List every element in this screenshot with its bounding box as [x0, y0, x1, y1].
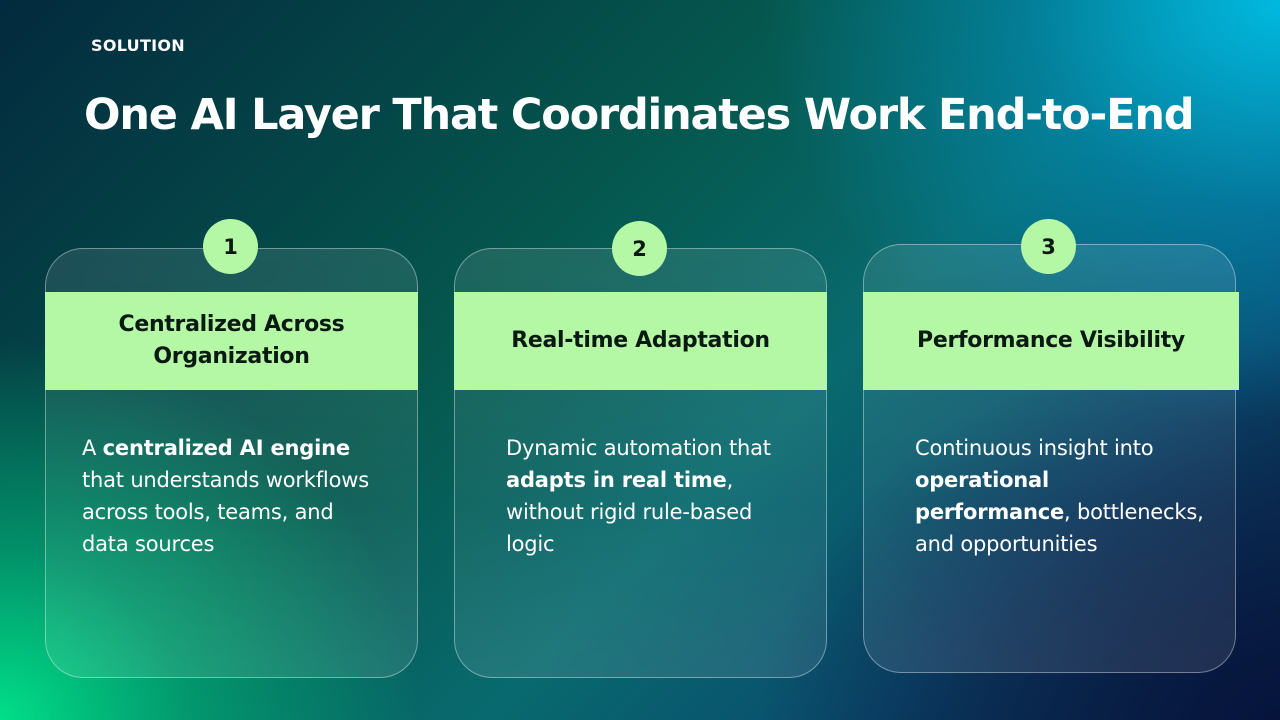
- step-number-badge-2: 2: [612, 221, 667, 276]
- card-2-text-b: , without rigid rule-based logic: [506, 468, 753, 556]
- card-heading-text-2: Real-time Adaptation: [511, 328, 770, 353]
- card-description-3: Continuous insight into operational perf…: [915, 432, 1205, 560]
- card-heading-3: Performance Visibility: [863, 292, 1239, 390]
- section-eyebrow: SOLUTION: [91, 36, 186, 55]
- card-2-text-a: Dynamic automation that: [506, 436, 771, 460]
- card-heading-1: Centralized Across Organization: [45, 292, 418, 390]
- card-2-text-highlight: adapts in real time: [506, 468, 727, 492]
- card-1-text-highlight: centralized AI engine: [102, 436, 350, 460]
- card-3-text-a: Continuous insight into: [915, 436, 1154, 460]
- card-description-2: Dynamic automation that adapts in real t…: [506, 432, 806, 560]
- card-1-text-b: that understands workflows across tools,…: [82, 468, 369, 556]
- step-number-badge-1: 1: [203, 219, 258, 274]
- slide-title: One AI Layer That Coordinates Work End-t…: [84, 90, 1195, 140]
- card-heading-2: Real-time Adaptation: [454, 292, 827, 390]
- card-heading-text-3: Performance Visibility: [917, 328, 1185, 353]
- card-3-text-b: , bottlenecks, and opportunities: [915, 500, 1204, 556]
- card-heading-text-1: Centralized Across Organization: [118, 312, 345, 369]
- card-1-text-a: A: [82, 436, 103, 460]
- card-description-1: A centralized AI engine that understands…: [82, 432, 382, 560]
- card-3-text-highlight: operational performance: [915, 468, 1065, 524]
- step-number-badge-3: 3: [1021, 219, 1076, 274]
